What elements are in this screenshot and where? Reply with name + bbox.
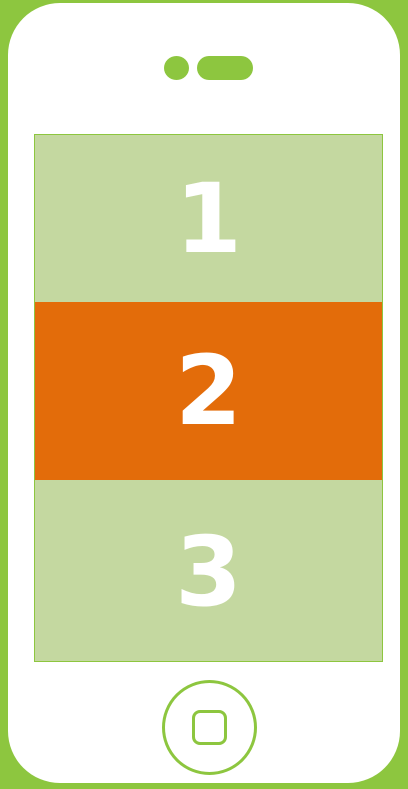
phone-frame: 1 2 3 (8, 3, 400, 783)
panel-1-label: 1 (175, 163, 242, 275)
home-square-icon (192, 710, 227, 745)
screen-panel-3: 3 (35, 480, 382, 662)
phone-screen: 1 2 3 (34, 134, 383, 662)
camera-icon (164, 56, 189, 80)
panel-3-label: 3 (175, 516, 242, 628)
panel-2-label: 2 (175, 335, 242, 447)
screen-panel-1: 1 (35, 135, 382, 302)
screen-panel-2: 2 (35, 302, 382, 480)
home-button[interactable] (162, 680, 257, 775)
speaker-icon (197, 56, 253, 80)
